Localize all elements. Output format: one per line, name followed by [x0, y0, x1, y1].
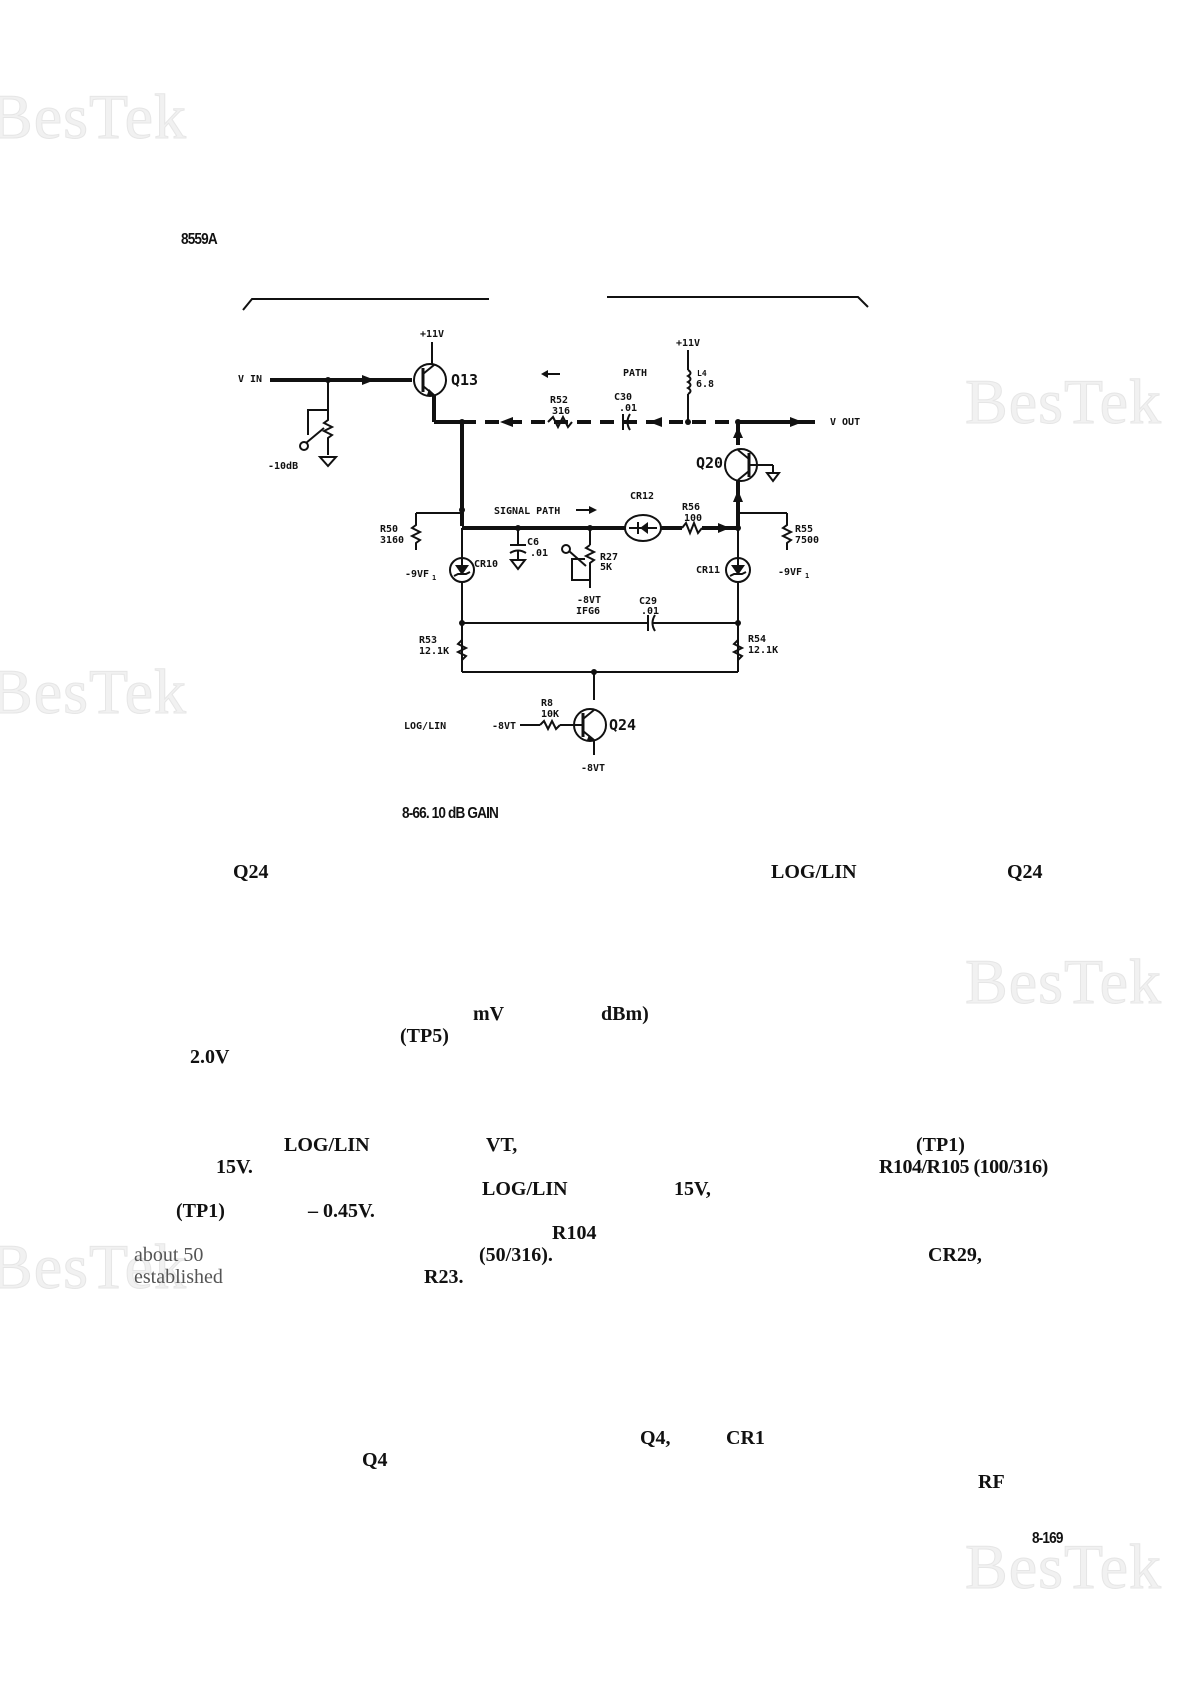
r50-label: R50: [380, 524, 398, 535]
text-fragment: Q24: [233, 861, 269, 883]
c6-value: .01: [530, 548, 548, 559]
r56-label: R56: [682, 502, 700, 513]
r54-label: R54: [748, 634, 766, 645]
text-fragment: R104: [552, 1222, 597, 1244]
text-fragment: 15V.: [216, 1156, 253, 1178]
r50-value: 3160: [380, 535, 404, 546]
text-fragment: VT,: [486, 1134, 518, 1156]
l4-label: L4: [697, 369, 707, 378]
l4-value: 6.8: [696, 379, 714, 390]
model-header: 8559A: [181, 231, 218, 248]
text-fragment: mV: [473, 1003, 505, 1025]
q13-label: Q13: [451, 371, 478, 389]
watermark: BesTek: [964, 366, 1163, 438]
q24-label: Q24: [609, 716, 636, 734]
minus-8vt-ifg-label: -8VT: [577, 595, 601, 606]
text-fragment: about 50: [134, 1244, 204, 1266]
c30-label: C30: [614, 392, 632, 403]
text-fragment: (TP1): [176, 1200, 225, 1222]
text-fragment: LOG/LIN: [284, 1134, 370, 1156]
watermark: BesTek: [0, 656, 188, 728]
cr11-label: CR11: [696, 565, 720, 576]
c29-value: .01: [641, 606, 659, 617]
text-fragment: (TP5): [400, 1025, 449, 1047]
r53-label: R53: [419, 635, 437, 646]
text-fragment: dBm): [601, 1003, 649, 1025]
r8-value: 10K: [541, 709, 559, 720]
minus-9vf-left-label: -9VF: [405, 569, 429, 580]
r53-value: 12.1K: [419, 646, 449, 657]
cr12-label: CR12: [630, 491, 654, 502]
minus-8vt-base-label: -8VT: [492, 721, 516, 732]
minus-8vt-emitter-label: -8VT: [581, 763, 605, 774]
r55-value: 7500: [795, 535, 819, 546]
r52-value: 316: [552, 406, 570, 417]
text-fragment: R23.: [424, 1266, 464, 1288]
r55-label: R55: [795, 524, 813, 535]
signal-path-label: SIGNAL PATH: [494, 506, 560, 517]
cr10-label: CR10: [474, 559, 498, 570]
r27-value: 5K: [600, 562, 612, 573]
text-fragment: – 0.45V.: [308, 1200, 375, 1222]
r8-label: R8: [541, 698, 553, 709]
schematic-diagram: V IN -10dB +11V Q13 PATH R52 316 C30 .01…: [238, 296, 869, 774]
minus-10db-label: -10dB: [268, 461, 298, 472]
v-out-label: V OUT: [830, 417, 860, 428]
v-in-label: V IN: [238, 374, 262, 385]
bracket-left: [242, 298, 489, 311]
q20-label: Q20: [696, 454, 723, 472]
q13-supply-label: +11V: [420, 329, 444, 340]
watermark: BesTek: [964, 1531, 1163, 1603]
c6-label: C6: [527, 537, 539, 548]
text-fragment: Q4,: [640, 1427, 671, 1449]
text-fragment: (TP1): [916, 1134, 965, 1156]
watermark: BesTek: [964, 946, 1163, 1018]
path-label: PATH: [623, 368, 647, 379]
r52-label: R52: [550, 395, 568, 406]
text-fragment: Q24: [1007, 861, 1043, 883]
watermark: BesTek: [0, 1231, 188, 1303]
text-fragment: CR29,: [928, 1244, 982, 1266]
text-fragment: LOG/LIN: [482, 1178, 568, 1200]
r27-label: R27: [600, 552, 618, 563]
watermark: BesTek: [0, 81, 188, 153]
text-fragment: LOG/LIN: [771, 861, 857, 883]
c29-label: C29: [639, 596, 657, 607]
text-fragment: RF: [978, 1471, 1005, 1493]
text-fragment: CR1: [726, 1427, 765, 1449]
bracket-right: [607, 296, 869, 308]
log-lin-label: LOG/LIN: [404, 721, 446, 732]
text-fragment: Q4: [362, 1449, 388, 1471]
text-fragment: 15V,: [674, 1178, 711, 1200]
text-fragment: 2.0V: [190, 1046, 230, 1068]
r54-value: 12.1K: [748, 645, 778, 656]
svg-text:1: 1: [432, 574, 436, 582]
r56-value: 100: [684, 513, 702, 524]
l4-supply-label: +11V: [676, 338, 700, 349]
page-number: 8-169: [1032, 1530, 1063, 1547]
text-fragment: established: [134, 1266, 223, 1288]
figure-caption: 8-66. 10 dB GAIN: [402, 805, 499, 822]
c30-value: .01: [619, 403, 637, 414]
text-fragment: (50/316).: [479, 1244, 553, 1266]
minus-9vf-right-label: -9VF: [778, 567, 802, 578]
ifg6-label: IFG6: [576, 606, 600, 617]
text-fragment: R104/R105 (100/316): [879, 1156, 1048, 1178]
svg-text:1: 1: [805, 572, 809, 580]
